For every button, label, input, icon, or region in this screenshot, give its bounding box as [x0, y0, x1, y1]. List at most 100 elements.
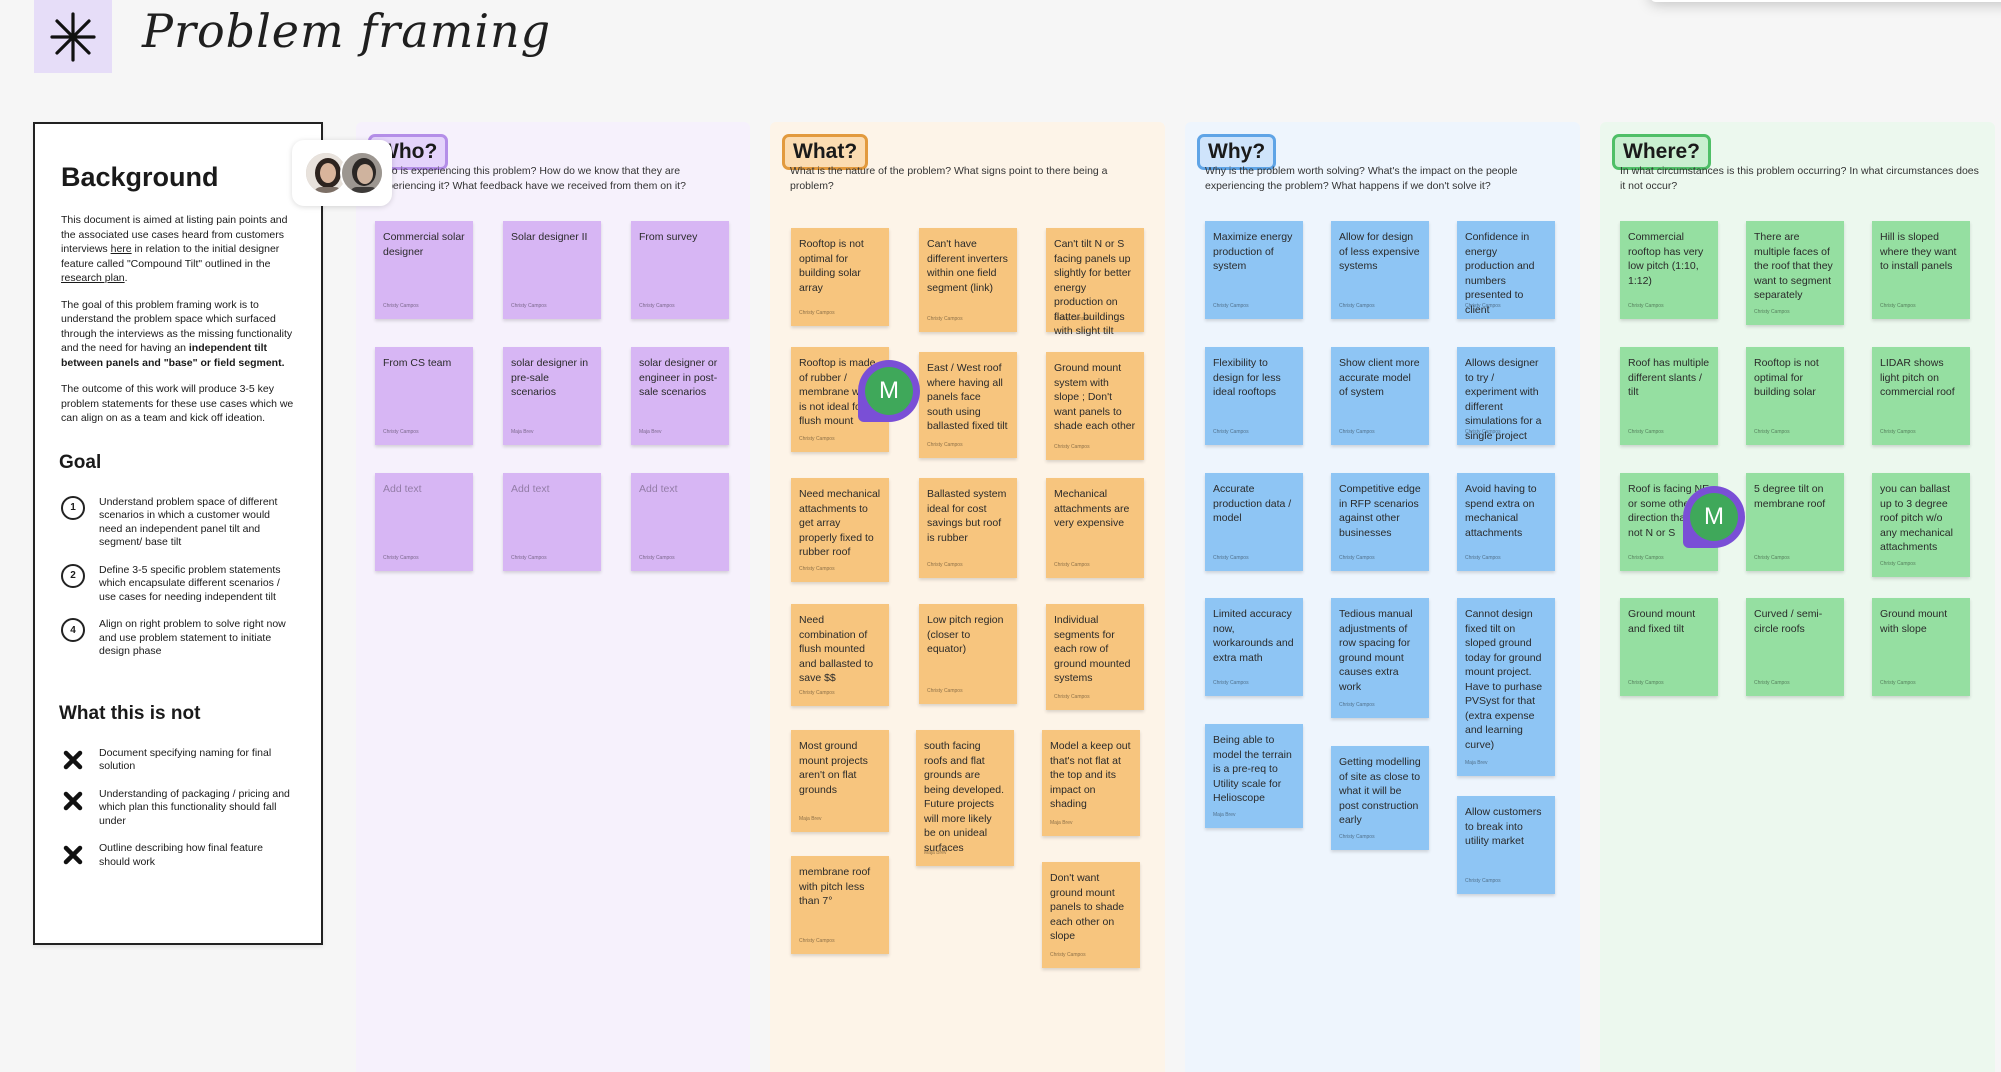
sticky-note[interactable]: Mechanical attachments are very expensiv…: [1046, 478, 1144, 578]
what-label: What?: [782, 134, 869, 170]
sticky-note[interactable]: Ground mount system with slope ; Don't w…: [1046, 352, 1144, 460]
sticky-note-text: Allow for design of less expensive syste…: [1339, 231, 1420, 272]
sticky-note[interactable]: Most ground mount projects aren't on fla…: [791, 730, 889, 832]
research-plan-link[interactable]: research plan: [61, 272, 125, 284]
sticky-note-text: East / West roof where having all panels…: [927, 362, 1008, 432]
sticky-note[interactable]: Show client more accurate model of syste…: [1331, 347, 1429, 445]
sticky-note[interactable]: Need combination of flush mounted and ba…: [791, 604, 889, 706]
sticky-note-author: Christy Campos: [1754, 679, 1790, 686]
sticky-note-text: Can't have different inverters within on…: [927, 238, 1008, 294]
sticky-note-author: Christy Campos: [1054, 315, 1090, 322]
intro-paragraph: This document is aimed at listing pain p…: [61, 214, 288, 284]
sticky-note[interactable]: Avoid having to spend extra on mechanica…: [1457, 473, 1555, 571]
sticky-note[interactable]: Can't have different inverters within on…: [919, 228, 1017, 332]
sticky-note-text: Confidence in energy production and numb…: [1465, 231, 1535, 316]
sticky-note-author: Christy Campos: [1880, 679, 1916, 686]
sticky-note[interactable]: Model a keep out that's not flat at the …: [1042, 730, 1140, 836]
sticky-note-author: Christy Campos: [1054, 693, 1090, 700]
sticky-note[interactable]: Competitive edge in RFP scenarios agains…: [1331, 473, 1429, 571]
sticky-note-text: Add text: [383, 483, 422, 495]
sticky-note-author: Christy Campos: [1339, 428, 1375, 435]
sticky-note[interactable]: you can ballast up to 3 degree roof pitc…: [1872, 473, 1970, 577]
avatar[interactable]: [340, 151, 384, 195]
sticky-note[interactable]: Ballasted system ideal for cost savings …: [919, 478, 1017, 578]
sticky-note[interactable]: south facing roofs and flat grounds are …: [916, 730, 1014, 866]
sticky-note[interactable]: Individual segments for each row of grou…: [1046, 604, 1144, 710]
sticky-note-text: Add text: [511, 483, 550, 495]
sticky-note[interactable]: Hill is sloped where they want to instal…: [1872, 221, 1970, 319]
sticky-note[interactable]: Limited accuracy now, workarounds and ex…: [1205, 598, 1303, 696]
goal-text: Align on right problem to solve right no…: [99, 618, 286, 657]
sticky-note-author: Christy Campos: [1628, 428, 1664, 435]
sticky-note-author: Christy Campos: [1465, 428, 1501, 435]
sticky-note-author: Christy Campos: [1754, 554, 1790, 561]
sticky-note-text: Add text: [639, 483, 678, 495]
sticky-note[interactable]: East / West roof where having all panels…: [919, 352, 1017, 458]
sticky-note-text: Need mechanical attachments to get array…: [799, 488, 881, 558]
avatar[interactable]: [304, 151, 348, 195]
sticky-note[interactable]: LIDAR shows light pitch on commercial ro…: [1872, 347, 1970, 445]
not-text: Document specifying naming for final sol…: [99, 746, 272, 773]
sticky-note[interactable]: Flexibility to design for less ideal roo…: [1205, 347, 1303, 445]
not-item: Understanding of packaging / pricing and…: [61, 788, 295, 829]
sticky-note-text: Ground mount system with slope ; Don't w…: [1054, 362, 1136, 432]
sticky-note[interactable]: Commercial rooftop has very low pitch (1…: [1620, 221, 1718, 319]
sticky-note[interactable]: Roof has multiple different slants / til…: [1620, 347, 1718, 445]
sticky-note-text: Allow customers to break into utility ma…: [1465, 806, 1542, 847]
sticky-note-author: Christy Campos: [1213, 428, 1249, 435]
sticky-note[interactable]: Allow for design of less expensive syste…: [1331, 221, 1429, 319]
sticky-note-text: Mechanical attachments are very expensiv…: [1054, 488, 1130, 529]
sticky-note[interactable]: Allows designer to try / experiment with…: [1457, 347, 1555, 445]
sticky-note[interactable]: Confidence in energy production and numb…: [1457, 221, 1555, 319]
sticky-note-author: Christy Campos: [1465, 302, 1501, 309]
sticky-note[interactable]: Allow customers to break into utility ma…: [1457, 796, 1555, 894]
sticky-note-text: you can ballast up to 3 degree roof pitc…: [1880, 483, 1953, 553]
collaborator-avatars[interactable]: [292, 140, 392, 206]
goal-text: Understand problem space of different sc…: [99, 495, 278, 549]
sticky-note[interactable]: Rooftop is not optimal for building sola…: [791, 228, 889, 326]
sticky-note-text: Most ground mount projects aren't on fla…: [799, 740, 868, 796]
goal-heading: Goal: [59, 451, 102, 473]
sticky-note[interactable]: Need mechanical attachments to get array…: [791, 478, 889, 582]
sticky-note[interactable]: Tedious manual adjustments of row spacin…: [1331, 598, 1429, 718]
background-document: Background This document is aimed at lis…: [33, 122, 323, 945]
sticky-note-author: Christy Campos: [639, 302, 675, 309]
sticky-note[interactable]: Cannot design fixed tilt on sloped groun…: [1457, 598, 1555, 776]
sticky-note[interactable]: Can't tilt N or S facing panels up sligh…: [1046, 228, 1144, 337]
sticky-note-author: Christy Campos: [1880, 428, 1916, 435]
who-question: Who is experiencing this problem? How do…: [376, 165, 686, 192]
not-item: Document specifying naming for final sol…: [61, 747, 295, 774]
sticky-note[interactable]: There are multiple faces of the roof tha…: [1746, 221, 1844, 325]
sticky-note-author: Christy Campos: [639, 554, 675, 561]
sticky-note[interactable]: solar designer or engineer in post-sale …: [631, 347, 729, 445]
sticky-note-text: Ground mount with slope: [1880, 608, 1948, 635]
sticky-note-author: Christy Campos: [1465, 877, 1501, 884]
sticky-note[interactable]: Rooftop is not optimal for building sola…: [1746, 347, 1844, 445]
sticky-note-author: Christy Campos: [799, 689, 835, 696]
sticky-note[interactable]: Don't want ground mount panels to shade …: [1042, 862, 1140, 968]
sticky-note[interactable]: Being able to model the terrain is a pre…: [1205, 724, 1303, 828]
sticky-note[interactable]: Low pitch region (closer to equator)Chri…: [919, 604, 1017, 704]
where-question: In what circumstances is this problem oc…: [1620, 165, 1979, 192]
sticky-note-author: Christy Campos: [1628, 679, 1664, 686]
interviews-link[interactable]: here: [110, 243, 132, 255]
sticky-note[interactable]: Getting modelling of site as close to wh…: [1331, 746, 1429, 850]
sticky-note[interactable]: membrane roof with pitch less than 7°Chr…: [791, 856, 889, 954]
sticky-note-text: Flexibility to design for less ideal roo…: [1213, 357, 1281, 398]
sticky-note-text: From CS team: [383, 357, 452, 369]
